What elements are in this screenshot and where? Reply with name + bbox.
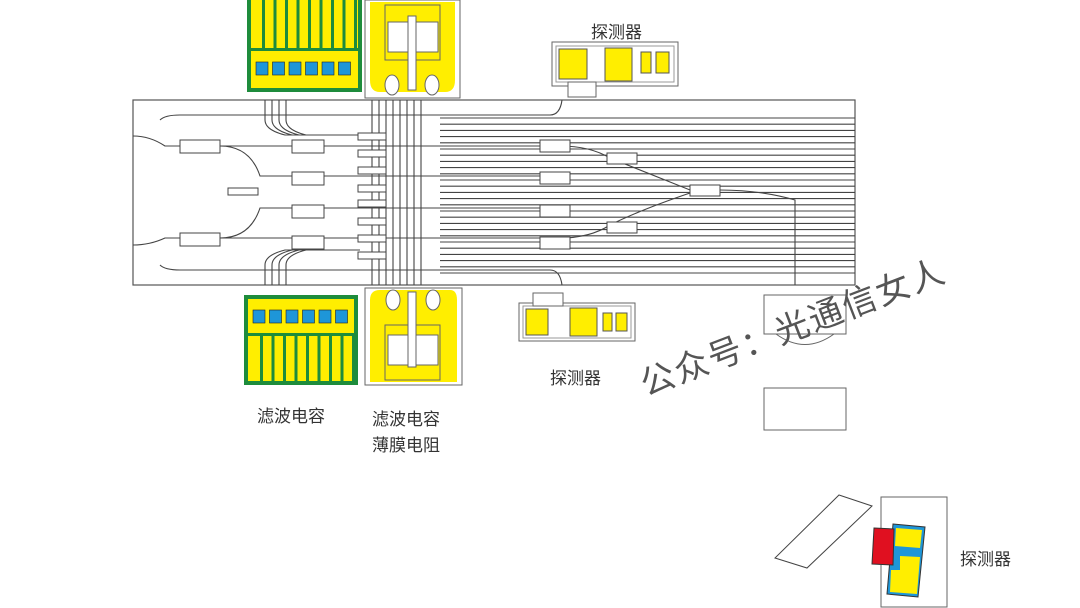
- modulator-block: [606, 152, 638, 165]
- electrode-line: [264, 100, 360, 136]
- blue-pad: [272, 61, 285, 76]
- blue-pad: [335, 309, 348, 324]
- modulator-block: [539, 236, 571, 250]
- filter-capacitor-top: [247, 0, 362, 92]
- modulator-block: [357, 217, 387, 226]
- blue-pad: [252, 309, 266, 324]
- detector-middle: [518, 292, 636, 342]
- modulator-block: [227, 187, 259, 196]
- waveguide: [132, 192, 691, 246]
- modulator-block: [357, 184, 387, 193]
- lens-assembly: [763, 294, 847, 431]
- blue-pad: [302, 309, 315, 324]
- modulator-block: [357, 199, 387, 208]
- waveguide: [159, 99, 563, 121]
- blue-pad: [269, 309, 282, 324]
- electrode-line: [278, 249, 360, 285]
- electrode-line: [285, 249, 360, 285]
- blue-pad: [305, 61, 318, 76]
- electrode-line: [278, 100, 360, 136]
- blue-pad: [318, 309, 332, 324]
- waveguide: [219, 145, 560, 177]
- modulator-block: [606, 221, 638, 234]
- detector-top-label: 探测器: [591, 23, 642, 43]
- detector-middle-label: 探测器: [550, 369, 601, 389]
- detector-bottom: [774, 494, 948, 608]
- detector-top: [551, 41, 679, 98]
- modulator-block: [357, 132, 387, 141]
- waveguide: [219, 207, 560, 239]
- thin-film-resistor-bottom: [364, 287, 463, 386]
- modulator-block: [291, 204, 325, 219]
- modulator-block: [291, 171, 325, 186]
- modulator-block: [179, 232, 221, 247]
- blue-pad: [338, 61, 351, 76]
- modulator-block: [539, 171, 571, 185]
- electrode-line: [271, 249, 360, 285]
- filter-capacitor-resistor-label: 滤波电容: [372, 410, 440, 430]
- modulator-block: [539, 204, 571, 218]
- modulator-block: [291, 139, 325, 154]
- filter-capacitor-label: 滤波电容: [257, 407, 325, 427]
- modulator-block: [689, 184, 721, 197]
- electrode-line: [285, 100, 360, 136]
- modulator-block: [357, 234, 387, 243]
- modulator-block: [357, 251, 387, 260]
- blue-pad: [288, 61, 302, 76]
- modulator-block: [539, 139, 571, 153]
- filter-capacitor-bottom: [244, 295, 358, 385]
- thin-film-resistor-top: [364, 0, 461, 99]
- waveguide: [159, 264, 563, 286]
- electrode-line: [264, 249, 360, 285]
- electrode-line: [271, 100, 360, 136]
- modulator-block: [179, 139, 221, 154]
- modulator-block: [291, 235, 325, 250]
- blue-pad: [321, 61, 335, 76]
- modulator-blocks: [179, 132, 721, 260]
- thin-film-resistor-label: 薄膜电阻: [372, 436, 440, 456]
- detector-bottom-label: 探测器: [960, 550, 1011, 570]
- blue-pad: [285, 309, 299, 324]
- modulator-block: [357, 149, 387, 158]
- modulator-block: [357, 166, 387, 175]
- blue-pad: [255, 61, 269, 76]
